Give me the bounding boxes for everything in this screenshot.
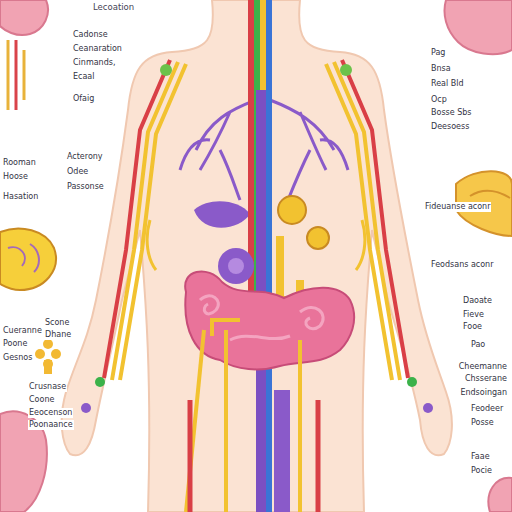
- organ-label: Eeocenson: [28, 408, 73, 418]
- organ-label: Bnsa: [430, 64, 452, 74]
- organ-label: Crusnase: [28, 382, 67, 392]
- organ-label: Faae: [470, 452, 491, 462]
- vessel-drawing: [8, 40, 24, 110]
- organ-label: Daoate: [462, 296, 493, 306]
- organ-label: Pao: [470, 340, 486, 350]
- organ-label: Pag: [430, 48, 446, 58]
- organ-label: Odee: [66, 167, 89, 177]
- body-silhouette: [62, 0, 452, 512]
- organ-label: Poone: [2, 339, 28, 349]
- organ-label: Chsserane: [464, 374, 508, 384]
- organ-label: Scone: [44, 318, 70, 328]
- organ-label: Hoose: [2, 172, 29, 182]
- organ-label: Passonse: [66, 182, 105, 192]
- arm-vessels: [104, 60, 408, 380]
- organ-label: Ecaal: [72, 72, 95, 82]
- organ-label: Coone: [28, 395, 55, 405]
- organ-label: Cheemanne: [458, 362, 508, 372]
- organ-label: Gesnos: [2, 353, 33, 363]
- organ-label: Posse: [470, 418, 495, 428]
- organ-label: Feodeer: [470, 404, 504, 414]
- organ-label: Cadonse: [72, 30, 109, 40]
- organ-label: Feodsans aconr: [430, 260, 494, 270]
- organ-label: Ceanaration: [72, 44, 123, 54]
- brain-drawing: [488, 478, 512, 512]
- organ-label: Dhane: [44, 330, 72, 340]
- organ-label: Poonaance: [28, 420, 74, 430]
- organ-label: Endsoingan: [459, 388, 508, 398]
- organ-label: Hasation: [2, 192, 39, 202]
- brain-drawing: [0, 0, 48, 35]
- organ-label: Real Bld: [430, 79, 465, 89]
- organ-label: Ofaig: [72, 94, 95, 104]
- organ-label: Acterony: [66, 152, 104, 162]
- organ-label: Lecoation: [92, 2, 135, 12]
- organ-label: Ocp: [430, 95, 448, 105]
- intestine-drawing: [185, 271, 354, 369]
- organ-label: Fideuanse aconr: [424, 202, 491, 212]
- organ-label: Rooman: [2, 158, 37, 168]
- brain-drawing: [0, 229, 56, 290]
- organ-label: Bosse Sbs: [430, 108, 473, 118]
- organ-label: Pocie: [470, 466, 493, 476]
- gland-drawing: [35, 339, 61, 374]
- organ-label: Deesoess: [430, 122, 470, 132]
- organ-label: Cueranne: [2, 326, 43, 336]
- organ-label: Fieve: [462, 310, 485, 320]
- organ-label: Fooe: [462, 322, 483, 332]
- brain-drawing: [445, 0, 512, 54]
- organ-label: Cinmands,: [72, 58, 116, 68]
